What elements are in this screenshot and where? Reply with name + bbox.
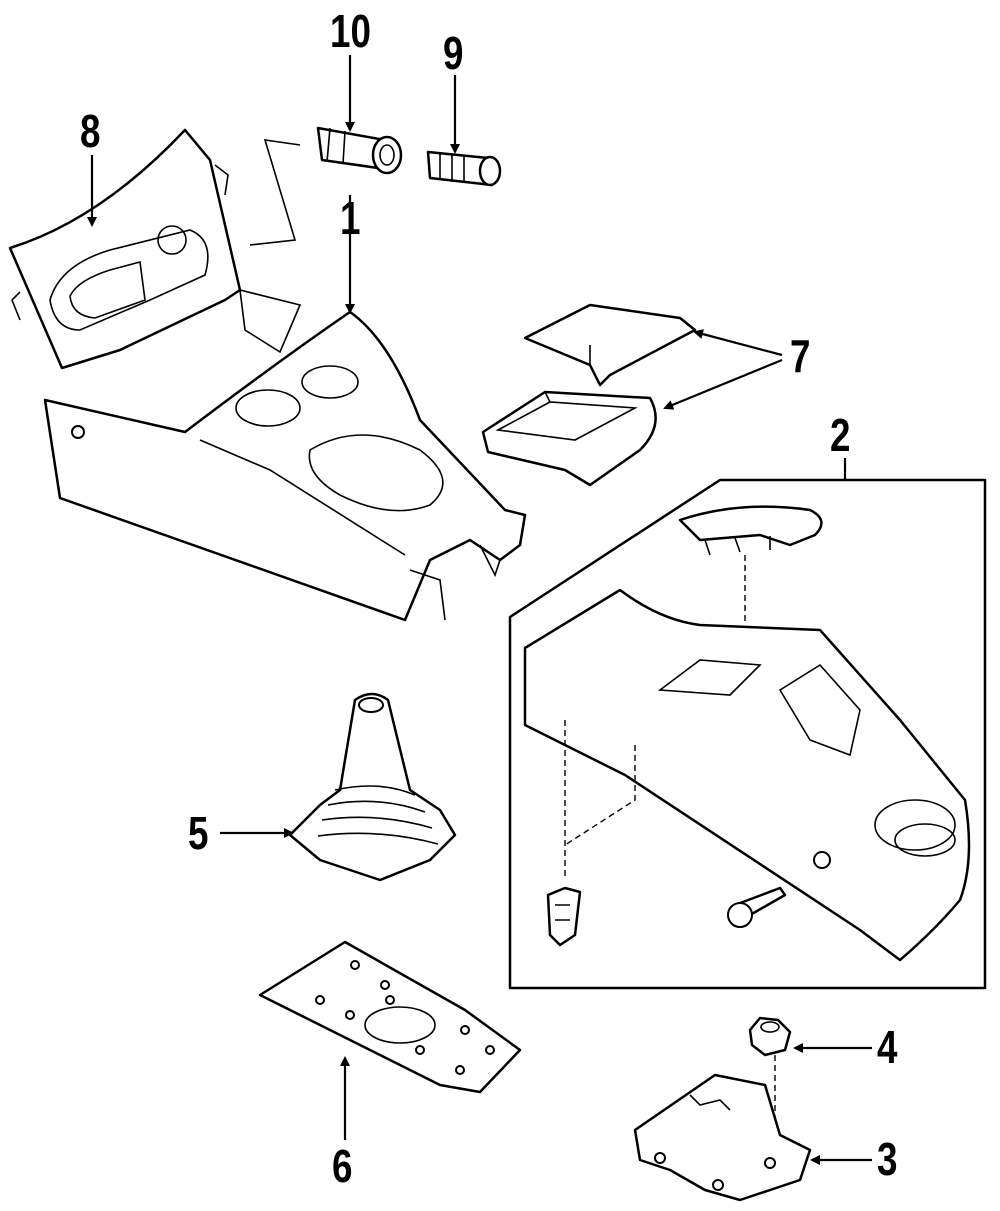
callout-2: 2	[830, 409, 851, 461]
part-3-bracket	[633, 1073, 812, 1202]
callout-8: 8	[80, 105, 101, 157]
part-6-plate	[258, 940, 522, 1094]
part-8-trim-panel	[8, 128, 242, 370]
part-1-console	[43, 288, 527, 622]
leader-lines	[87, 55, 872, 1165]
part-4-nut	[748, 1016, 792, 1140]
leader-7a	[693, 329, 783, 357]
callout-9: 9	[443, 27, 464, 79]
part-10-socket	[249, 126, 403, 246]
callout-3: 3	[877, 1133, 898, 1185]
callout-4: 4	[877, 1021, 898, 1073]
part-7-bin-and-lid	[481, 303, 697, 487]
leader-7b	[663, 358, 783, 410]
callout-6: 6	[332, 1140, 353, 1192]
part-2-assembly	[508, 478, 987, 990]
callout-7: 7	[790, 330, 811, 382]
callout-10: 10	[330, 5, 371, 57]
part-9-lighter	[426, 150, 502, 187]
callout-5: 5	[188, 807, 209, 859]
part-5-shift-boot	[288, 692, 457, 882]
callout-1: 1	[340, 192, 361, 244]
